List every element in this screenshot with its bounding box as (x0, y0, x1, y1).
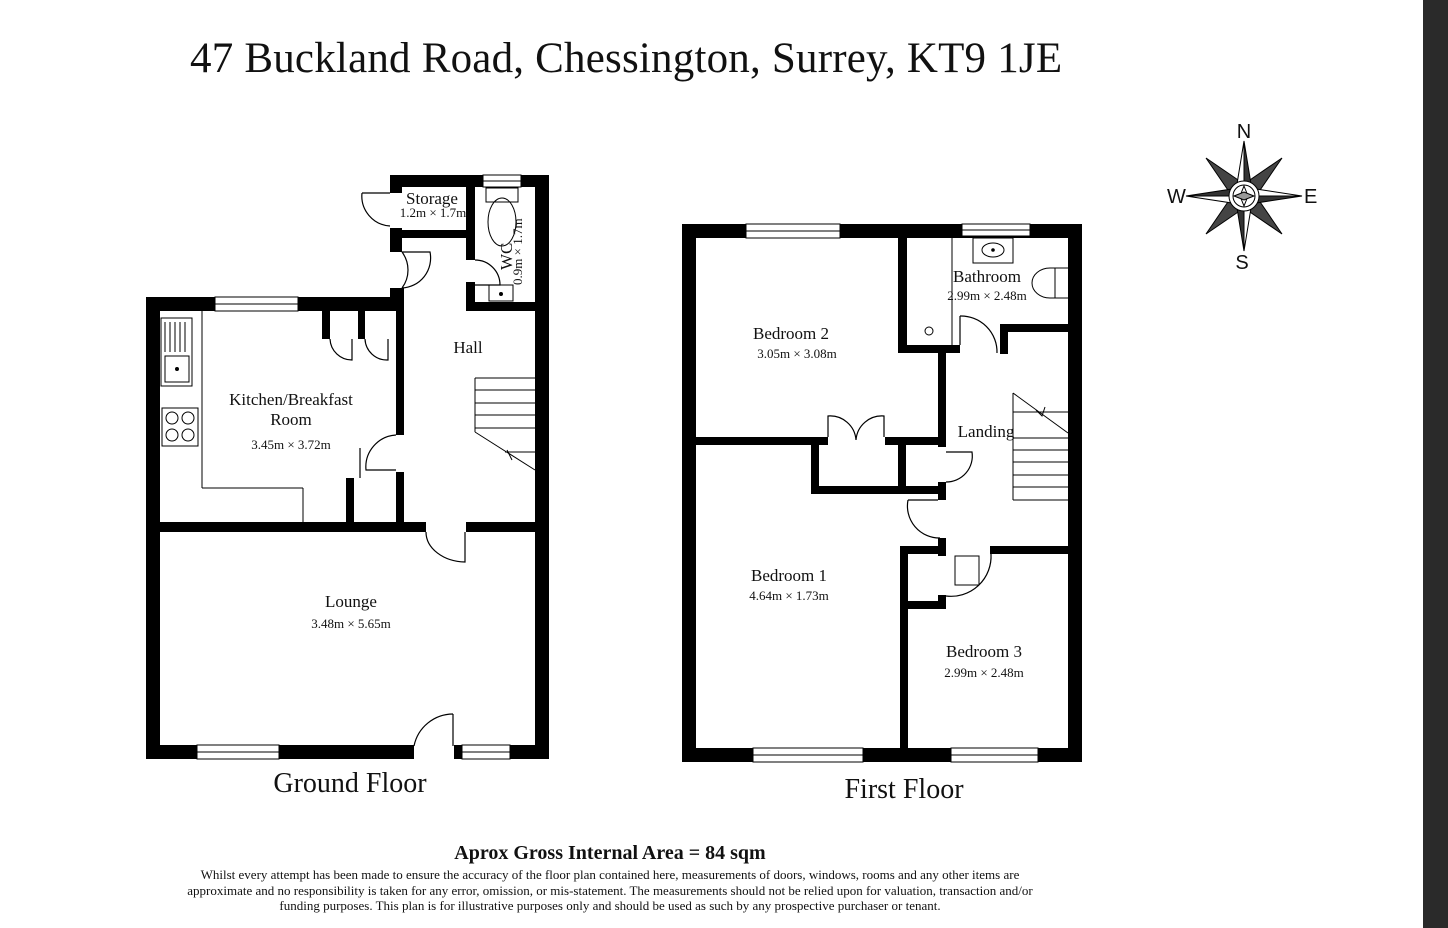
first-floor-walls (682, 224, 1082, 762)
kitchen-fixtures (160, 311, 304, 522)
compass-south-label: S (1235, 252, 1248, 274)
compass-east-label: E (1304, 186, 1317, 208)
disclaimer-text: Whilst every attempt has been made to en… (187, 867, 1033, 913)
room-label-bathroom: Bathroom (953, 267, 1021, 286)
first-floor-plan: Bedroom 2 3.05m × 3.08m Bathroom 2.99m ×… (682, 223, 1082, 805)
room-label-wc: WC (497, 243, 516, 270)
room-dims-lounge: 3.48m × 5.65m (311, 616, 391, 631)
room-dims-bathroom: 2.99m × 2.48m (947, 288, 1027, 303)
viewer-scrollbar-strip[interactable] (1423, 0, 1448, 928)
compass-west-label: W (1167, 186, 1186, 208)
ground-floor-windows (196, 174, 522, 760)
first-floor-labels: Bedroom 2 3.05m × 3.08m Bathroom 2.99m ×… (749, 267, 1027, 805)
room-dims-wc: 0.9m × 1.7m (510, 218, 525, 285)
footer: Aprox Gross Internal Area = 84 sqm Whils… (170, 842, 1050, 914)
first-floor-doors (827, 315, 998, 597)
compass-rose-icon: N S E W (1167, 121, 1317, 274)
room-dims-storage: 1.2m × 1.7m (400, 205, 467, 220)
room-dims-bedroom-2: 3.05m × 3.08m (757, 346, 837, 361)
room-label-kitchen-line1: Kitchen/Breakfast (229, 390, 353, 409)
room-dims-bedroom-3: 2.99m × 2.48m (944, 665, 1024, 680)
first-floor-label: First Floor (844, 774, 964, 805)
first-floor-windows (745, 223, 1039, 763)
room-label-lounge: Lounge (325, 592, 377, 611)
first-floor-stairs (1012, 392, 1069, 501)
ground-floor-doors (329, 192, 501, 760)
room-label-bedroom-1: Bedroom 1 (751, 566, 827, 585)
room-label-kitchen-line2: Room (270, 410, 312, 429)
room-dims-kitchen: 3.45m × 3.72m (251, 437, 331, 452)
ground-floor-stairs (474, 377, 536, 471)
room-label-hall: Hall (453, 338, 483, 357)
compass-north-label: N (1237, 121, 1251, 143)
room-label-bedroom-3: Bedroom 3 (946, 642, 1022, 661)
room-dims-bedroom-1: 4.64m × 1.73m (749, 588, 829, 603)
room-label-storage: Storage (406, 189, 458, 208)
gross-internal-area: Aprox Gross Internal Area = 84 sqm (454, 842, 766, 864)
property-address-title: 47 Buckland Road, Chessington, Surrey, K… (190, 35, 1063, 82)
ground-floor-walls (146, 175, 549, 759)
room-label-bedroom-2: Bedroom 2 (753, 324, 829, 343)
wc-fixtures (485, 187, 519, 302)
room-label-landing: Landing (958, 422, 1015, 441)
ground-floor-labels: Storage 1.2m × 1.7m WC 0.9m × 1.7m Hall … (229, 189, 525, 799)
ground-floor-plan: Storage 1.2m × 1.7m WC 0.9m × 1.7m Hall … (146, 174, 549, 799)
bathroom-fixtures (924, 237, 1068, 345)
ground-floor-label: Ground Floor (273, 768, 427, 799)
